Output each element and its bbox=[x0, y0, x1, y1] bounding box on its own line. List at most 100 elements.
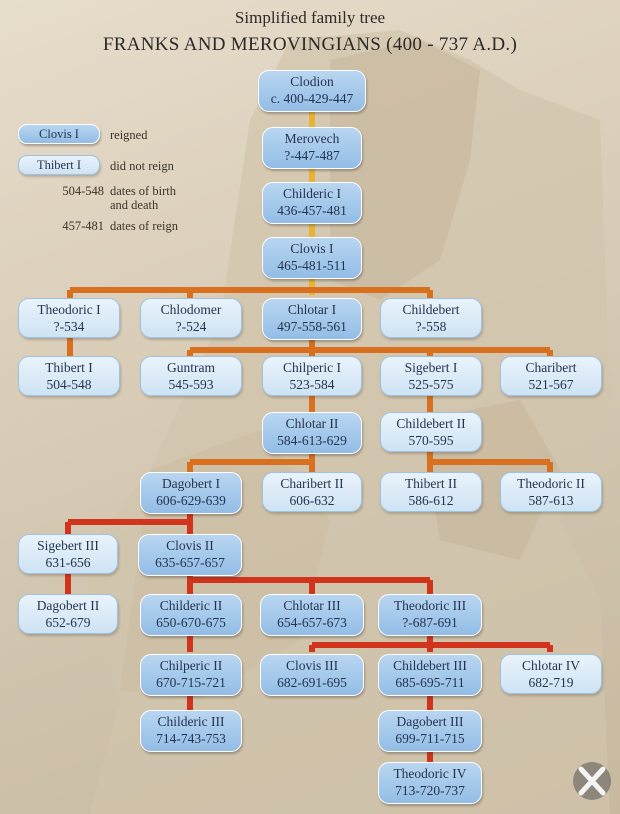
person-name: Childebert III bbox=[393, 658, 467, 673]
legend-not-reigned-label: did not reign bbox=[110, 159, 174, 173]
person-dates: ?-447-487 bbox=[284, 148, 340, 163]
person-name: Childebert bbox=[402, 302, 460, 317]
page-title: FRANKS AND MEROVINGIANS (400 - 737 A.D.) bbox=[102, 34, 518, 55]
person-dates: 635-657-657 bbox=[155, 555, 225, 570]
person-node-theodoric-iii: Theodoric III ?-687-691 bbox=[378, 594, 482, 636]
legend-birth-death-line-1: dates of birth bbox=[110, 184, 176, 198]
person-name: Childebert II bbox=[396, 416, 466, 431]
person-name: Charibert bbox=[525, 360, 577, 375]
person-name: Sigebert I bbox=[404, 360, 458, 375]
subtitle: Simplified family tree bbox=[234, 8, 386, 27]
person-node-merovech: Merovech ?-447-487 bbox=[262, 127, 362, 169]
person-node-childeric-ii: Childeric II 650-670-675 bbox=[140, 594, 242, 636]
person-node-guntram: Guntram 545-593 bbox=[140, 356, 242, 396]
person-name: Chlotar II bbox=[285, 416, 339, 431]
person-node-clovis-ii: Clovis II 635-657-657 bbox=[138, 534, 242, 576]
person-node-theodoric-i: Theodoric I ?-534 bbox=[18, 298, 120, 338]
person-name: Sigebert III bbox=[37, 538, 99, 553]
person-name: Clodion bbox=[290, 74, 334, 89]
person-dates: 497-558-561 bbox=[277, 319, 347, 334]
person-dates: 504-548 bbox=[46, 377, 92, 392]
person-dates: 682-691-695 bbox=[277, 675, 347, 690]
person-node-charibert-ii: Charibert II 606-632 bbox=[262, 472, 362, 512]
person-node-dagobert-i: Dagobert I 606-629-639 bbox=[140, 472, 242, 514]
person-name: Childeric III bbox=[157, 714, 225, 729]
legend-not-reigned-swatch: Thibert I bbox=[18, 155, 100, 175]
person-dates: 521-567 bbox=[528, 377, 574, 392]
person-node-chlotar-i: Chlotar I 497-558-561 bbox=[262, 298, 362, 340]
person-name: Chlodomer bbox=[160, 302, 222, 317]
person-name: Clovis I bbox=[290, 241, 334, 256]
person-name: Thibert II bbox=[404, 476, 458, 491]
person-name: Dagobert III bbox=[396, 714, 464, 729]
person-dates: ?-558 bbox=[415, 319, 447, 334]
person-node-dagobert-ii: Dagobert II 652-679 bbox=[18, 594, 118, 634]
person-node-chilperic-ii: Chilperic II 670-715-721 bbox=[140, 654, 242, 696]
person-dates: 652-679 bbox=[45, 615, 91, 630]
person-dates: 685-695-711 bbox=[395, 675, 465, 690]
person-node-chilperic-i: Chilperic I 523-584 bbox=[262, 356, 362, 396]
person-node-clodion: Clodion c. 400-429-447 bbox=[258, 70, 366, 112]
x-logo-icon bbox=[573, 762, 611, 800]
person-dates: 713-720-737 bbox=[395, 783, 465, 798]
person-node-clovis-iii: Clovis III 682-691-695 bbox=[260, 654, 364, 696]
person-dates: 525-575 bbox=[408, 377, 454, 392]
person-name: Merovech bbox=[284, 131, 340, 146]
legend-birth-death-example: 504-548 bbox=[62, 184, 104, 198]
person-dates: 670-715-721 bbox=[156, 675, 226, 690]
person-node-chlotar-iii: Chlotar III 654-657-673 bbox=[260, 594, 364, 636]
person-dates: 586-612 bbox=[408, 493, 454, 508]
person-name: Chlotar I bbox=[287, 302, 337, 317]
legend-birth-death-line-2: and death bbox=[110, 198, 159, 212]
person-name: Clovis II bbox=[166, 538, 214, 553]
person-name: Childeric II bbox=[159, 598, 223, 613]
person-node-thibert-i: Thibert I 504-548 bbox=[18, 356, 120, 396]
person-node-thibert-ii: Thibert II 586-612 bbox=[380, 472, 482, 512]
person-name: Chilperic I bbox=[282, 360, 342, 375]
person-name: Chlotar IV bbox=[521, 658, 581, 673]
person-node-childebert-ii: Childebert II 570-595 bbox=[380, 412, 482, 452]
person-dates: 570-595 bbox=[408, 433, 454, 448]
person-node-theodoric-ii: Theodoric II 587-613 bbox=[500, 472, 602, 512]
person-node-childebert: Childebert ?-558 bbox=[380, 298, 482, 338]
person-node-sigebert-i: Sigebert I 525-575 bbox=[380, 356, 482, 396]
person-dates: 465-481-511 bbox=[277, 258, 347, 273]
person-node-childeric-iii: Childeric III 714-743-753 bbox=[140, 710, 242, 752]
legend-reign-label: dates of reign bbox=[110, 219, 179, 233]
person-dates: 584-613-629 bbox=[277, 433, 347, 448]
person-dates: 631-656 bbox=[45, 555, 91, 570]
person-dates: 682-719 bbox=[528, 675, 574, 690]
legend-birth-death-label: dates of birth and death bbox=[110, 184, 176, 212]
person-dates: ?-534 bbox=[53, 319, 85, 334]
person-dates: 699-711-715 bbox=[395, 731, 465, 746]
person-dates: 523-584 bbox=[289, 377, 335, 392]
person-node-dagobert-iii: Dagobert III 699-711-715 bbox=[378, 710, 482, 752]
person-dates: 436-457-481 bbox=[277, 203, 347, 218]
person-name: Theodoric I bbox=[37, 302, 101, 317]
person-name: Dagobert I bbox=[161, 476, 221, 491]
person-dates: ?-524 bbox=[175, 319, 207, 334]
person-dates: 606-629-639 bbox=[156, 493, 226, 508]
person-dates: 606-632 bbox=[289, 493, 335, 508]
person-dates: 545-593 bbox=[168, 377, 214, 392]
person-name: Childeric I bbox=[282, 186, 342, 201]
person-name: Thibert I bbox=[45, 360, 93, 375]
person-name: Theodoric II bbox=[517, 476, 585, 491]
person-dates: c. 400-429-447 bbox=[270, 91, 354, 106]
person-node-theodoric-iv: Theodoric IV 713-720-737 bbox=[378, 762, 482, 804]
person-node-charibert: Charibert 521-567 bbox=[500, 356, 602, 396]
legend-reigned-swatch: Clovis I bbox=[18, 124, 100, 144]
person-name: Chlotar III bbox=[283, 598, 341, 613]
person-name: Chilperic II bbox=[159, 658, 223, 673]
person-node-chlodomer: Chlodomer ?-524 bbox=[140, 298, 242, 338]
person-node-childeric-i: Childeric I 436-457-481 bbox=[262, 182, 362, 224]
person-name: Guntram bbox=[167, 360, 215, 375]
person-name: Theodoric III bbox=[393, 598, 467, 613]
person-dates: 650-670-675 bbox=[156, 615, 226, 630]
person-node-chlotar-iv: Chlotar IV 682-719 bbox=[500, 654, 602, 694]
person-node-sigebert-iii: Sigebert III 631-656 bbox=[18, 534, 118, 574]
person-name: Clovis III bbox=[285, 658, 339, 673]
legend-reign-example: 457-481 bbox=[62, 219, 104, 233]
person-dates: 654-657-673 bbox=[277, 615, 347, 630]
